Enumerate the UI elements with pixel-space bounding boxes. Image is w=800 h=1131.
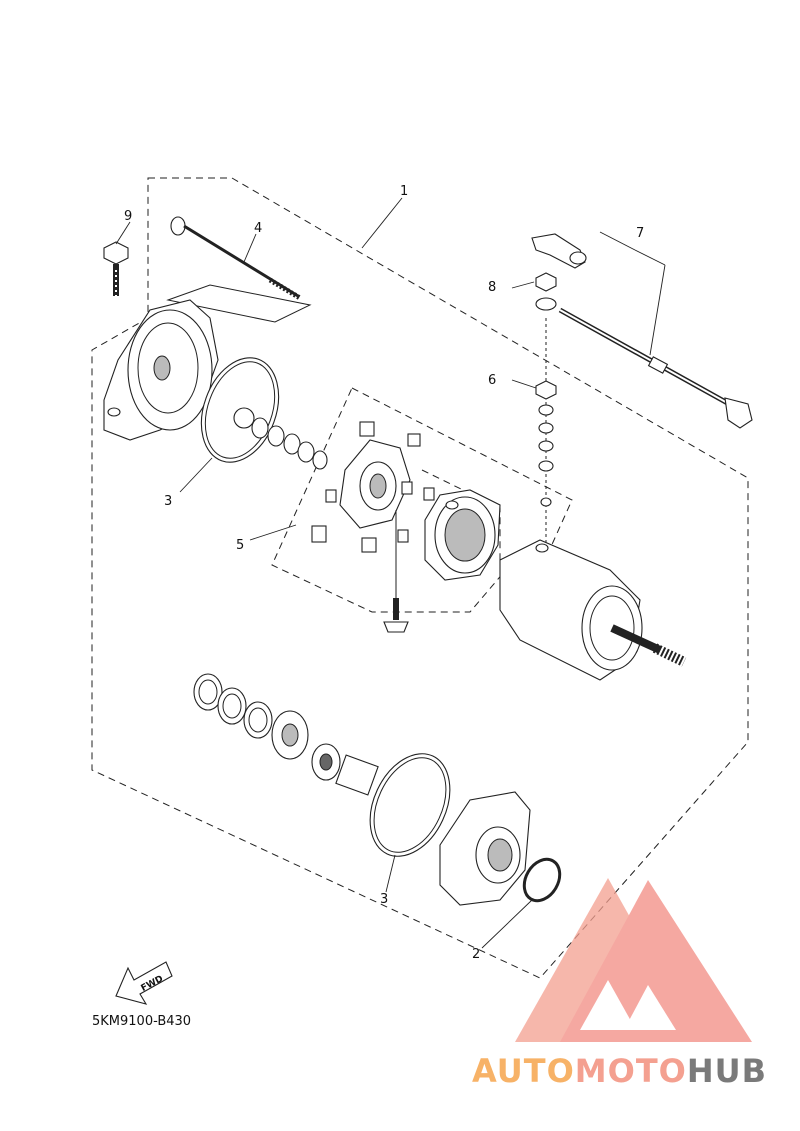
callout-3-rear: 3: [164, 494, 172, 509]
brush-holder-boundary: [271, 387, 573, 613]
callout-4: 4: [254, 221, 262, 236]
watermark-logo-icon: [515, 878, 752, 1042]
brand-moto: MOTO: [575, 1052, 687, 1090]
terminal-screw: [383, 510, 409, 633]
lead-wire: [531, 233, 753, 429]
watermark-brand: AUTOMOTOHUB: [472, 1052, 767, 1090]
o-ring-front: [369, 753, 451, 857]
rear-washers: [233, 407, 328, 470]
rear-cover: [103, 299, 219, 441]
motor-body: [499, 539, 687, 681]
callout-2: 2: [472, 947, 480, 962]
front-cover: [439, 791, 531, 906]
brush-holder-ring: [424, 489, 501, 581]
front-washers: [193, 673, 379, 796]
callout-3-front: 3: [380, 892, 388, 907]
callout-9: 9: [124, 209, 132, 224]
mount-bolt: [103, 241, 129, 296]
brush-plate: [311, 421, 435, 553]
small-o-ring: [522, 857, 562, 903]
callout-5: 5: [236, 538, 244, 553]
forward-arrow: FWD: [115, 961, 173, 1005]
brand-hub: HUB: [687, 1052, 767, 1090]
terminal-nut-stack: [535, 272, 557, 545]
brand-auto: AUTO: [472, 1052, 575, 1090]
callout-7: 7: [636, 226, 644, 241]
reference-code: 5KM9100-B430: [92, 1014, 191, 1029]
leader-lines: [115, 197, 666, 949]
through-bolt: [170, 216, 302, 301]
callout-6: 6: [488, 373, 496, 388]
callout-1: 1: [400, 184, 408, 199]
callout-8: 8: [488, 280, 496, 295]
through-bolt-hatch: [166, 284, 312, 323]
assembly-boundary: [91, 177, 749, 979]
